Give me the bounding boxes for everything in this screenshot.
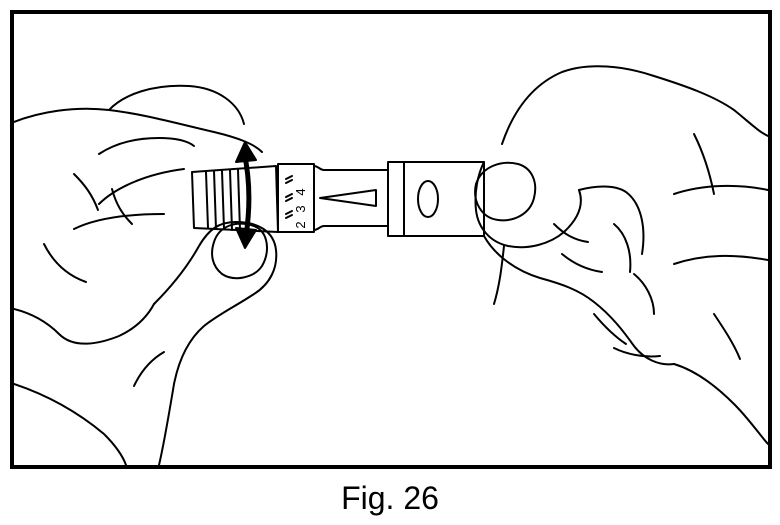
left-hand [14, 84, 278, 465]
dose-number-3: 3 [293, 205, 308, 212]
pen-body [387, 161, 485, 237]
figure-frame: 4 3 2 [10, 10, 772, 469]
pen-window [417, 180, 439, 218]
dose-number-4: 4 [293, 188, 308, 195]
figure-caption: Fig. 26 [341, 480, 439, 516]
double-headed-arrow-icon [235, 141, 257, 249]
right-hand [474, 65, 768, 445]
dose-window [277, 163, 315, 233]
dose-number-2: 2 [293, 221, 308, 228]
illustration: 4 3 2 [14, 65, 768, 465]
right-thumbnail [474, 161, 537, 222]
dose-pointer [319, 189, 377, 207]
dose-scale: 4 3 2 [285, 175, 308, 229]
